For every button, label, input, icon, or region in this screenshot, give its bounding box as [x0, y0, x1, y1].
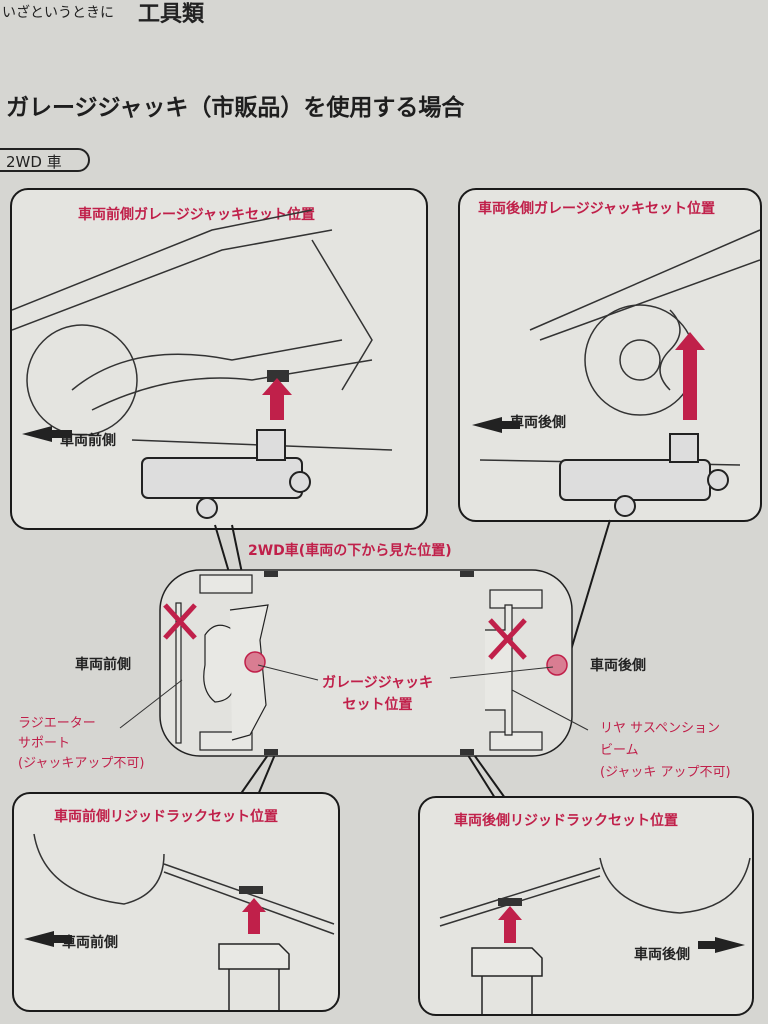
rear-beam-label: リヤ サスペンション ビーム (ジャッキ アップ不可)	[600, 718, 731, 784]
panel-title: 車両前側リジッドラックセット位置	[54, 809, 278, 825]
front-direction-label: 車両前側	[60, 433, 116, 449]
badge-2wd: 2WD 車	[0, 148, 90, 172]
jack-point-label-line1: ガレージジャッキ	[322, 675, 434, 691]
front-jack-panel: 車両前側ガレージジャッキセット位置 車両前側	[10, 188, 428, 530]
beam-line1: リヤ サスペンション	[600, 721, 720, 736]
diagram-rear-label: 車両後側	[590, 658, 646, 674]
rigid-rack-illustration	[439, 857, 751, 1014]
rear-suspension-illustration	[472, 229, 760, 517]
front-rack-direction-label: 車両前側	[62, 935, 118, 951]
radiator-line2: サポート	[18, 736, 71, 751]
rear-rack-direction-label: 車両後側	[634, 947, 690, 963]
diagram-title: 2WD車(車両の下から見た位置)	[248, 543, 452, 559]
header-section: いざというときに	[2, 5, 114, 21]
panel-title: 車両後側リジッドラックセット位置	[454, 813, 678, 829]
jack-point-label: ガレージジャッキ セット位置	[322, 672, 433, 716]
radiator-line1: ラジエーター	[18, 716, 96, 731]
diagram-front-label: 車両前側	[75, 657, 131, 673]
rear-rack-panel: 車両後側リジッドラックセット位置 車両後側	[418, 796, 754, 1016]
rigid-rack-illustration	[24, 833, 335, 1010]
panel-title: 車両後側ガレージジャッキセット位置	[478, 201, 716, 217]
beam-line3: (ジャッキ アップ不可)	[600, 765, 731, 780]
radiator-support-label: ラジエーター サポート (ジャッキアップ不可)	[18, 714, 145, 774]
rear-direction-label: 車両後側	[510, 415, 566, 431]
radiator-line3: (ジャッキアップ不可)	[18, 756, 145, 771]
header-chapter: 工具類	[138, 2, 205, 27]
front-rack-panel: 車両前側リジッドラックセット位置 車両前側	[12, 792, 340, 1012]
page-title: ガレージジャッキ（市販品）を使用する場合	[6, 95, 465, 121]
jack-point-label-line2: セット位置	[342, 697, 413, 713]
underbody-illustration	[12, 209, 393, 519]
rear-jack-panel: 車両後側ガレージジャッキセット位置 車両後側	[458, 188, 762, 522]
beam-line2: ビーム	[600, 743, 639, 758]
panel-title: 車両前側ガレージジャッキセット位置	[78, 207, 316, 223]
